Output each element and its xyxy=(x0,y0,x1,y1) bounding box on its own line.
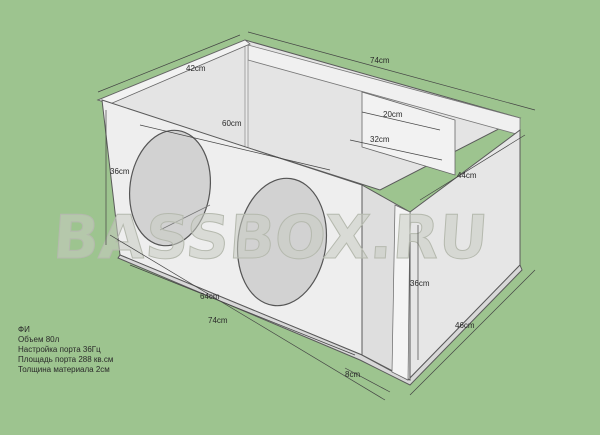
speaker-cutout-right xyxy=(236,177,328,307)
dimension-lines xyxy=(97,31,536,401)
spec-port-area: Площадь порта 288 кв.см xyxy=(18,355,114,364)
dim-bottom-width: 74cm xyxy=(208,316,228,325)
dim-width-top: 74cm xyxy=(370,56,390,65)
dim-port-slot: 8cm xyxy=(345,370,360,379)
dim-depth-top: 42cm xyxy=(186,64,206,73)
dim-port-length: 32cm xyxy=(370,135,390,144)
dim-inner-width: 60cm xyxy=(222,119,242,128)
spec-volume: Объем 80л xyxy=(18,335,60,344)
watermark-text: BASSBOX.RU xyxy=(51,203,490,273)
port-slot xyxy=(391,204,411,381)
dim-height-left: 36cm xyxy=(110,167,130,176)
dim-port-width: 20cm xyxy=(383,110,403,119)
spec-title: ФИ xyxy=(18,325,30,334)
dim-port-height: 36cm xyxy=(410,279,430,288)
dim-depth-right: 44cm xyxy=(457,171,477,180)
speaker-cutout-left xyxy=(128,129,212,247)
inner-shadow-line xyxy=(159,204,211,231)
spec-block: ФИ Объем 80л Настройка порта 36Гц Площад… xyxy=(18,325,113,375)
port-divider xyxy=(361,91,456,176)
spec-tuning: Настройка порта 36Гц xyxy=(18,345,101,354)
spec-thickness: Толщина материала 2см xyxy=(18,365,110,374)
dim-depth-bottom: 46cm xyxy=(455,321,475,330)
dim-bottom-inner: 64cm xyxy=(200,292,220,301)
